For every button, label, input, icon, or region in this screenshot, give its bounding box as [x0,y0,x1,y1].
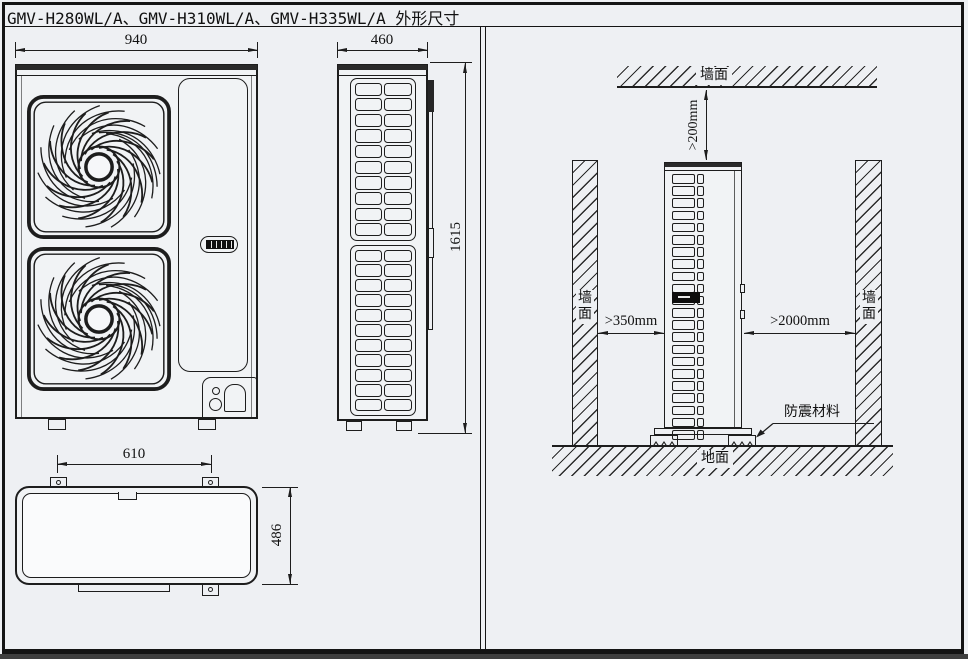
right-wall-label: 墙面 [860,290,878,324]
sheet-bottom-band [0,654,968,659]
bottom-top-notch [118,492,137,500]
side-grille-lower [350,245,416,416]
top-clearance-label: >200mm [686,99,701,151]
side-bracket-top [428,80,434,112]
brand-badge [206,240,234,249]
ground-label: 地面 [697,450,733,468]
pipe-hole-small [212,387,220,395]
top-wall [617,66,877,88]
leader-arrow [756,423,774,438]
fan-grille-top [26,94,172,240]
dim-486-label: 486 [269,523,285,547]
unit-clip-upper [740,284,745,293]
bottom-tab-bottom-right [202,584,219,596]
fan-grille-bottom [26,246,172,392]
side-grille-upper [350,78,416,241]
front-foot-right [198,419,216,430]
pipe-arch-cutout [224,384,246,412]
side-foot-right [396,421,412,431]
unit-base-plate [654,428,752,435]
left-wall-label: 墙面 [576,290,594,324]
unit-clip-lower [740,310,745,319]
front-handle [200,236,238,253]
bottom-body-inner [22,493,251,578]
right-clearance-label: >2000mm [770,313,830,329]
dim-940-label: 940 [124,32,148,48]
dim-610-label: 610 [122,446,146,462]
side-back-rail [428,80,433,330]
side-bracket-mid [428,228,434,258]
left-clearance-label: >350mm [604,313,658,329]
installed-unit-grille [672,174,708,440]
pipe-panel [202,377,257,419]
front-foot-left [48,419,66,430]
vibration-material-label: 防震材料 [784,405,840,420]
bottom-tab-bottom-wide [78,584,170,592]
dim-1615-label: 1615 [448,222,464,252]
page-title: GMV-H280WL/A、GMV-H310WL/A、GMV-H335WL/A 外… [7,9,460,28]
front-service-panel [178,78,248,372]
dim-460-label: 460 [370,32,394,48]
pipe-hole-large [209,398,222,411]
title-separator [3,26,962,28]
front-top-strip [16,65,257,70]
side-foot-left [346,421,362,431]
panel-divider [480,27,486,652]
top-wall-label: 墙面 [696,67,732,85]
